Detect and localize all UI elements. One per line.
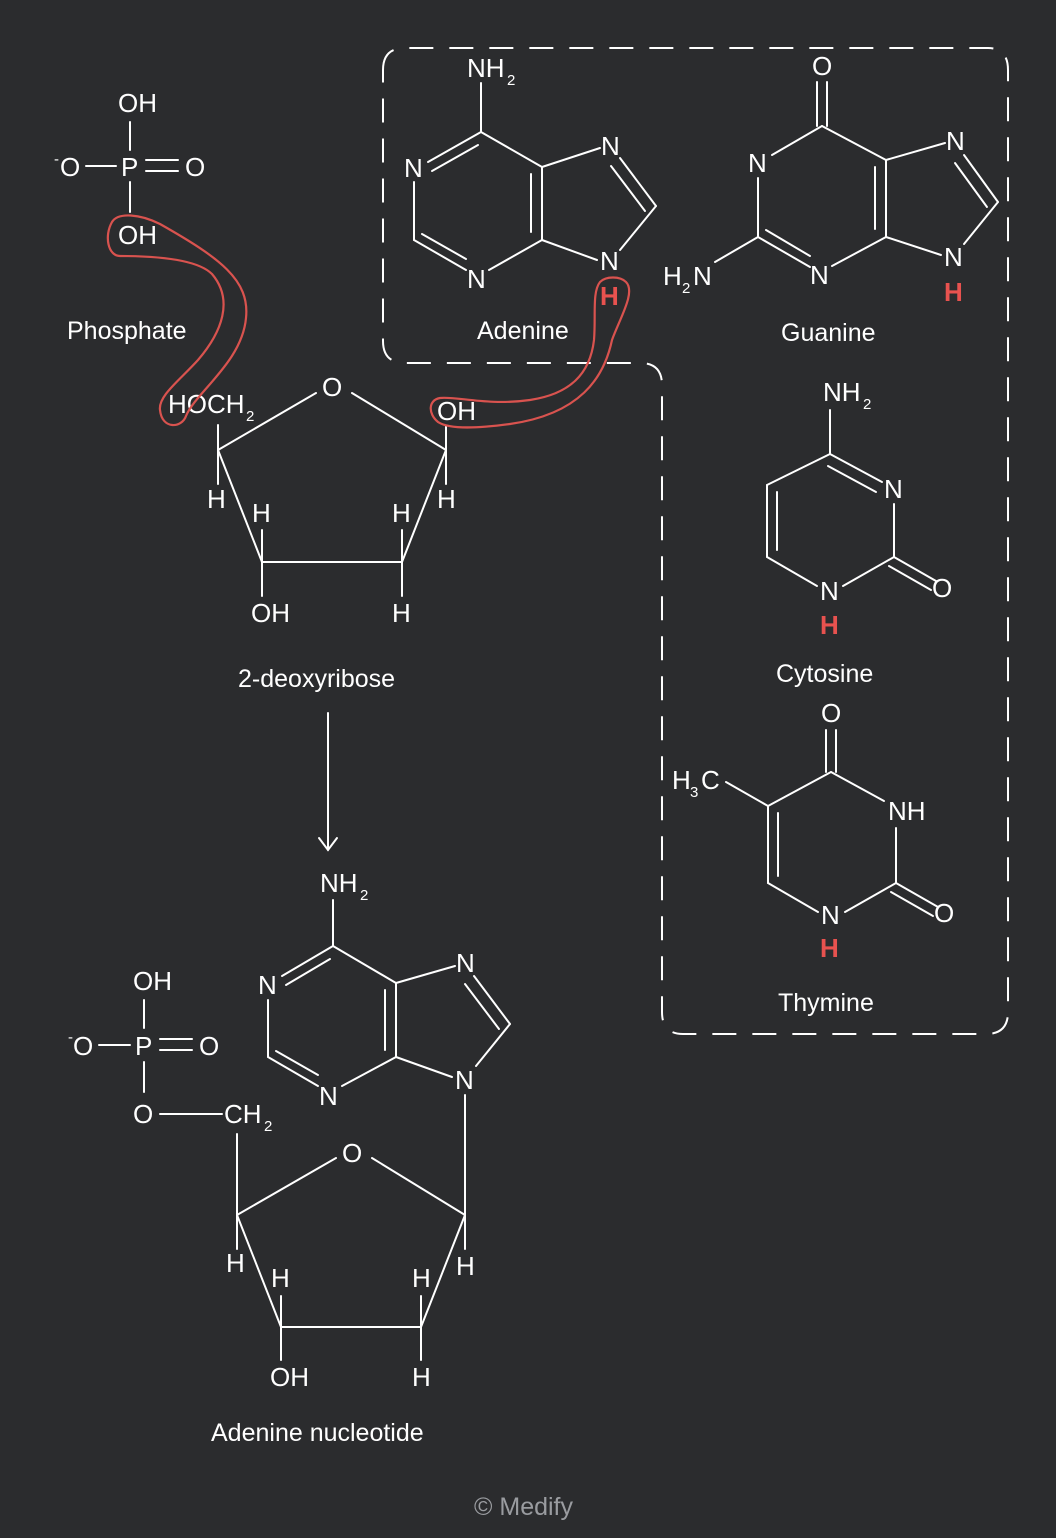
phosphate-o-right: O: [185, 152, 205, 182]
ring-oxygen: O: [322, 372, 342, 402]
guanine-h2n-sub: 2: [682, 280, 690, 297]
guanine-h2n-h: H: [663, 261, 682, 291]
nucleotide-phosphate-o-left: O: [73, 1031, 93, 1061]
deoxyribose-label: 2-deoxyribose: [238, 665, 395, 693]
adenine-top: NH 2 N N N N H: [404, 53, 657, 311]
nucleotide-n7: N: [456, 948, 475, 978]
thymine-o-right: O: [934, 898, 954, 928]
nucleotide-phosphate-o-right: O: [199, 1031, 219, 1061]
adenine-sugar-loop: [429, 276, 631, 429]
cytosine-label: Cytosine: [776, 660, 873, 688]
hoch-text: HOCH: [168, 389, 245, 419]
adenine-removed-h: H: [600, 281, 619, 311]
guanine: O N H 2 N N N N H: [663, 51, 999, 307]
adenine-n9: N: [600, 246, 619, 276]
nucleotide-phosphate-o-ester: O: [133, 1099, 153, 1129]
thymine-h3c-sub: 3: [690, 784, 698, 801]
thymine-h3c-h: H: [672, 765, 691, 795]
guanine-h2n-n: N: [693, 261, 712, 291]
phosphate-label: Phosphate: [67, 317, 187, 345]
adenine-n7: N: [601, 131, 620, 161]
phosphate-p: P: [121, 152, 138, 182]
cytosine-nh: NH: [823, 377, 861, 407]
cytosine-nh-sub: 2: [863, 396, 871, 413]
phosphate-oh-top: OH: [118, 88, 157, 118]
guanine-n1: N: [748, 148, 767, 178]
reaction-arrow: [318, 712, 338, 852]
adenine-label: Adenine: [477, 317, 569, 345]
thymine-label: Thymine: [778, 989, 874, 1017]
c3-oh: OH: [251, 598, 290, 628]
nucleotide-phosphate-minus: -: [68, 1029, 73, 1046]
thymine-nh: NH: [888, 796, 926, 826]
c1-h: H: [437, 484, 456, 514]
guanine-o: O: [812, 51, 832, 81]
thymine: O NH O N H 3 C H: [672, 698, 954, 963]
nucleotide-phosphate-oh: OH: [133, 966, 172, 996]
nucleotide-ch: CH: [224, 1099, 262, 1129]
nucleotide-nh: NH: [320, 868, 358, 898]
nucleotide-ch-sub: 2: [264, 1118, 272, 1135]
guanine-label: Guanine: [781, 319, 876, 347]
nucleotide-nh-sub: 2: [360, 887, 368, 904]
thymine-o-top: O: [821, 698, 841, 728]
phosphate-sugar-loop: [106, 214, 248, 427]
c2-h-down: H: [392, 598, 411, 628]
nucleotide-n9: N: [455, 1065, 474, 1095]
nucleotide-n1: N: [258, 970, 277, 1000]
guanine-n7: N: [946, 126, 965, 156]
adenine-n3: N: [467, 264, 486, 294]
phosphate-molecule: OH - O P O OH: [54, 88, 205, 250]
cytosine: NH 2 N O N H: [766, 377, 952, 640]
deoxyribose-molecule: HOCH 2 O OH H H H H OH H: [168, 372, 476, 628]
thymine-n1: N: [821, 900, 840, 930]
cytosine-n3: N: [884, 474, 903, 504]
c3-h: H: [252, 498, 271, 528]
nucleotide-c1-h: H: [456, 1251, 475, 1281]
phosphate-o-left: O: [60, 152, 80, 182]
phosphate-minus: -: [54, 151, 59, 168]
c2-h-up: H: [392, 498, 411, 528]
phosphate-oh-bottom: OH: [118, 220, 157, 250]
cytosine-removed-h: H: [820, 610, 839, 640]
adenine-nucleotide: NH 2 N N N N OH - O P O O CH 2: [68, 868, 511, 1392]
nucleotide-c2-h-up: H: [412, 1263, 431, 1293]
nucleotide-c3-h: H: [271, 1263, 290, 1293]
c4-h: H: [207, 484, 226, 514]
hoch-sub-2: 2: [246, 408, 254, 425]
adenine-n1: N: [404, 153, 423, 183]
nucleotide-c4-h: H: [226, 1248, 245, 1278]
nucleotide-c3-oh: OH: [270, 1362, 309, 1392]
guanine-n9: N: [944, 242, 963, 272]
cytosine-o: O: [932, 573, 952, 603]
nucleotide-c2-h-down: H: [412, 1362, 431, 1392]
nucleotide-n3: N: [319, 1081, 338, 1111]
adenine-nh: NH: [467, 53, 505, 83]
nucleotide-phosphate-p: P: [135, 1031, 152, 1061]
nucleotide-ring-oxygen: O: [342, 1138, 362, 1168]
thymine-removed-h: H: [820, 933, 839, 963]
guanine-n3: N: [810, 260, 829, 290]
adenine-nh-sub: 2: [507, 72, 515, 89]
c1-oh: OH: [437, 396, 476, 426]
bases-dashed-box: [382, 47, 1009, 1035]
guanine-removed-h: H: [944, 277, 963, 307]
copyright-text: © Medify: [474, 1493, 573, 1521]
nucleotide-label: Adenine nucleotide: [211, 1419, 424, 1447]
cytosine-n1: N: [820, 576, 839, 606]
thymine-h3c-c: C: [701, 765, 720, 795]
